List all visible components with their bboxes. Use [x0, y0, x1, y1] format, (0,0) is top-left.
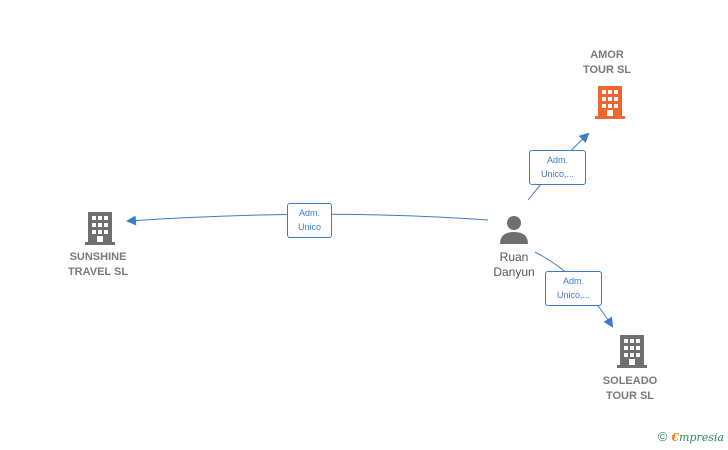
- edge-label-to-soleado[interactable]: Adm. Unico,...: [545, 271, 602, 306]
- edge-label-to-sunshine[interactable]: Adm. Unico: [287, 203, 332, 238]
- company-name-line2: TOUR SL: [582, 64, 632, 76]
- company-label-sunshine[interactable]: SUNSHINE TRAVEL SL: [53, 250, 143, 280]
- brand-name: mpresia: [679, 431, 724, 444]
- company-name-line1: SOLEADO: [602, 375, 658, 387]
- role-line1: Adm.: [546, 155, 568, 165]
- company-name-line1: SUNSHINE: [69, 251, 127, 263]
- building-icon[interactable]: [616, 333, 648, 369]
- brand-e: €: [671, 431, 680, 444]
- role-line1: Adm.: [298, 208, 320, 218]
- person-name-line2: Danyun: [493, 265, 535, 279]
- company-label-soleado[interactable]: SOLEADO TOUR SL: [585, 374, 675, 404]
- company-name-line2: TOUR SL: [605, 390, 655, 402]
- role-line2: Unico,...: [556, 290, 590, 300]
- company-label-amor[interactable]: AMOR TOUR SL: [562, 48, 652, 78]
- building-icon[interactable]: [84, 210, 116, 246]
- person-label[interactable]: Ruan Danyun: [472, 250, 556, 280]
- copyright-icon: ©: [657, 429, 668, 444]
- role-line2: Unico,...: [540, 169, 574, 179]
- edge-label-to-amor[interactable]: Adm. Unico,...: [529, 150, 586, 185]
- person-icon[interactable]: [498, 214, 530, 246]
- role-line1: Adm.: [562, 276, 584, 286]
- company-name-line2: TRAVEL SL: [67, 266, 129, 278]
- person-name-line1: Ruan: [499, 250, 529, 264]
- role-line2: Unico: [297, 222, 321, 232]
- empresia-logo: ©€mpresia: [658, 429, 724, 444]
- company-name-line1: AMOR: [590, 49, 624, 61]
- building-icon[interactable]: [594, 84, 626, 120]
